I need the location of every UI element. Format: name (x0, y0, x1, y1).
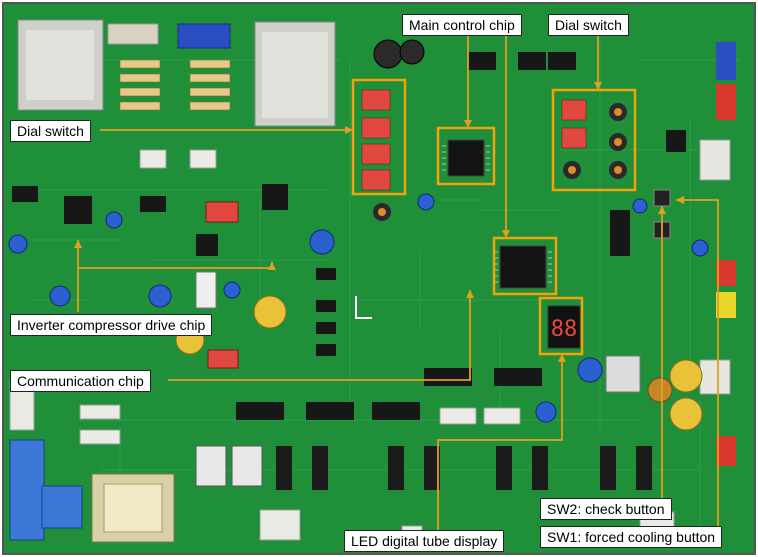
blue-filter-block (9, 439, 45, 541)
led-display-body (547, 305, 581, 349)
red-connector-mid (207, 349, 239, 369)
chip-pins (442, 145, 552, 283)
rotary-switch-centers (378, 108, 622, 216)
label-dial-switch-top: Dial switch (548, 14, 629, 36)
main-control-chip-body (447, 139, 485, 177)
highlight-led-display (538, 296, 584, 356)
blue-connector-top (177, 23, 231, 49)
red-connector-right-2 (716, 260, 736, 286)
white-connector-right (699, 139, 731, 181)
highlight-main-control-chip (436, 126, 496, 186)
heatsink-right (605, 355, 641, 393)
led-digits: 88 (551, 317, 578, 342)
label-led-display: LED digital tube display (344, 530, 505, 552)
yellow-connector-right (716, 292, 736, 318)
red-connector-right-3 (716, 436, 736, 466)
blue-connector-right (716, 42, 736, 80)
dip-switch-small (205, 201, 239, 223)
relay-white-1 (195, 445, 227, 487)
dip-switch-bank-left (361, 89, 391, 191)
label-inverter-chip: Inverter compressor drive chip (10, 314, 213, 336)
white-connector-right-2 (699, 359, 731, 395)
label-main-control-chip: Main control chip (402, 14, 522, 36)
highlight-dial-switch-left (351, 78, 407, 196)
relay-white-2 (231, 445, 263, 487)
label-sw1-forced-cooling-button: SW1: forced cooling button (540, 526, 723, 548)
label-dial-switch-left: Dial switch (10, 120, 91, 142)
dip-switch-bank-right (561, 99, 587, 149)
highlight-dial-switch-right (551, 88, 637, 192)
label-sw2-check-button: SW2: check button (540, 498, 672, 520)
pointer-arrowheads (74, 82, 684, 362)
ic-chips (12, 52, 686, 420)
main-control-chip-body-2 (499, 245, 547, 289)
highlight-main-control-chip-2 (492, 236, 558, 296)
sw2-check-button (653, 189, 671, 207)
pointer-lines (77, 32, 719, 538)
highlight-boxes (351, 78, 637, 356)
capacitors (8, 39, 709, 431)
heatsink-small (195, 271, 217, 309)
red-connector-right (716, 84, 736, 120)
silkscreen-mark (355, 296, 372, 319)
resistor-array (119, 59, 231, 111)
relay-row (276, 446, 652, 490)
connector (107, 23, 159, 45)
blue-filter-small (41, 485, 83, 529)
label-communication-chip: Communication chip (10, 370, 151, 392)
